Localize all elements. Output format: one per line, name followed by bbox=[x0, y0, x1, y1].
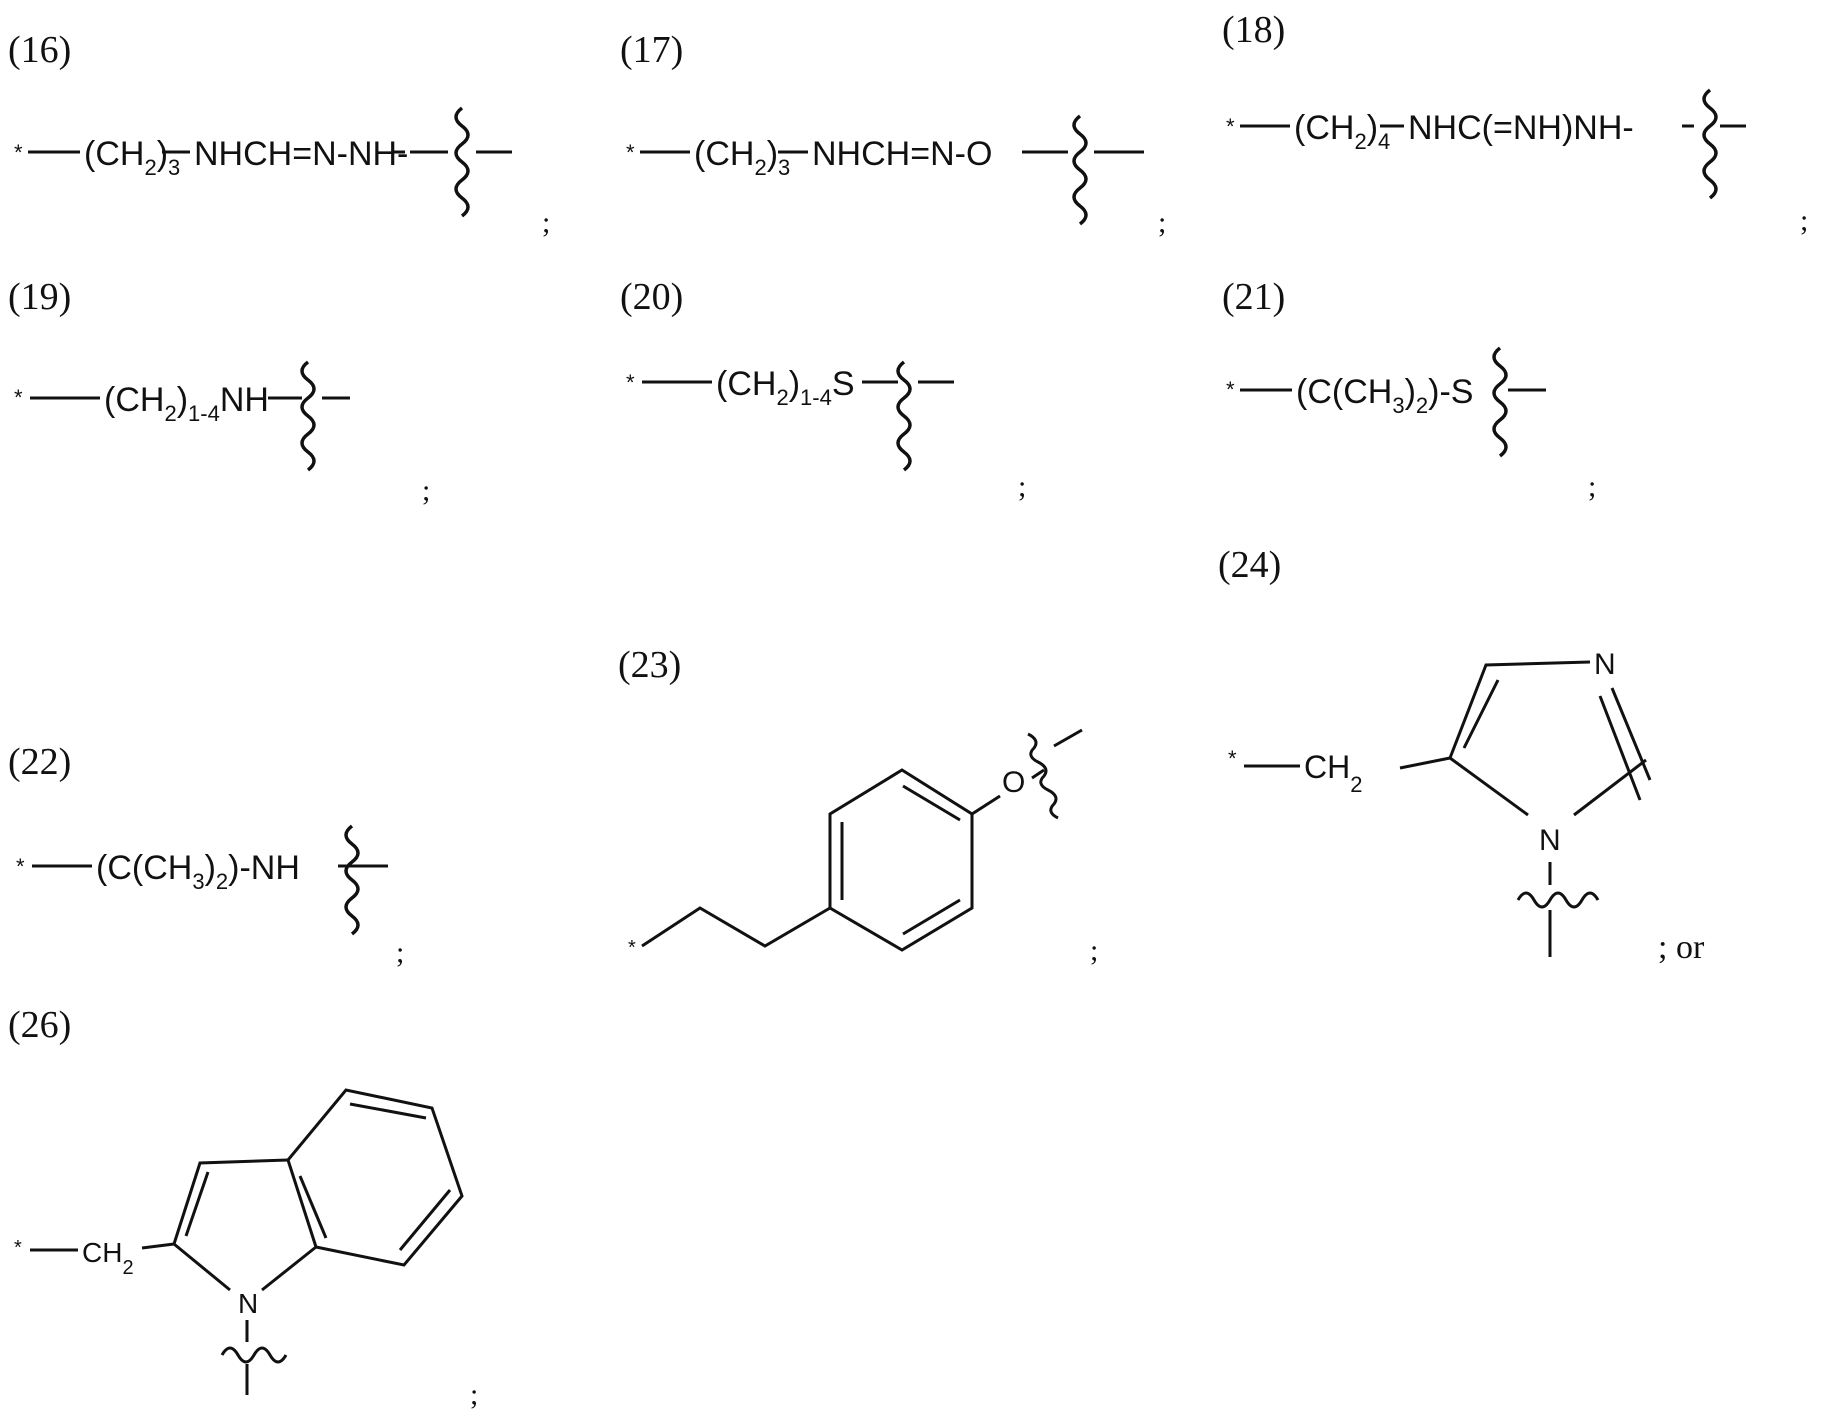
formula-21: (C(CH3)2)-S bbox=[1296, 373, 1473, 418]
formula-17-prefix: (CH2)3 bbox=[694, 135, 790, 180]
terminator-16: ; bbox=[542, 206, 550, 239]
attachment-star-20: * bbox=[626, 370, 635, 395]
structure-label-16: (16) bbox=[8, 29, 72, 71]
terminator-21: ; bbox=[1588, 470, 1596, 503]
structure-label-24: (24) bbox=[1218, 544, 1282, 586]
formula-20: (CH2)1-4S bbox=[716, 365, 855, 410]
terminator-18: ; bbox=[1800, 204, 1808, 237]
terminator-17: ; bbox=[1158, 206, 1166, 239]
attachment-star-26: * bbox=[14, 1237, 22, 1259]
terminator-26: ; bbox=[470, 1378, 478, 1411]
oxygen-atom-23: O bbox=[1002, 766, 1025, 799]
terminator-20: ; bbox=[1018, 470, 1026, 503]
terminator-23: ; bbox=[1090, 934, 1098, 967]
attachment-star-23: * bbox=[628, 937, 636, 959]
structure-label-22: (22) bbox=[8, 741, 72, 783]
structure-label-21: (21) bbox=[1222, 276, 1286, 318]
formula-16-tail: NHCH=N-NH- bbox=[194, 135, 408, 173]
formula-19: (CH2)1-4NH bbox=[104, 381, 269, 426]
formula-18-tail: NHC(=NH)NH- bbox=[1408, 109, 1634, 147]
attachment-star-18: * bbox=[1226, 114, 1235, 139]
structure-label-19: (19) bbox=[8, 276, 72, 318]
terminator-22: ; bbox=[396, 936, 404, 969]
nitrogen-top-24: N bbox=[1594, 648, 1616, 681]
terminator-19: ; bbox=[422, 474, 430, 507]
terminator-24: ; or bbox=[1658, 929, 1705, 966]
attachment-star-22: * bbox=[16, 854, 25, 879]
attachment-star-21: * bbox=[1226, 377, 1235, 402]
structure-label-26: (26) bbox=[8, 1004, 72, 1046]
attachment-star-24: * bbox=[1228, 746, 1237, 771]
formula-16-prefix: (CH2)3 bbox=[84, 135, 180, 180]
structure-label-17: (17) bbox=[620, 29, 684, 71]
nitrogen-26: N bbox=[238, 1288, 258, 1319]
formula-22: (C(CH3)2)-NH bbox=[96, 849, 300, 894]
formula-18-prefix: (CH2)4 bbox=[1294, 109, 1390, 154]
ch2-24: CH2 bbox=[1304, 749, 1362, 797]
attachment-star-17: * bbox=[626, 140, 635, 165]
ch2-26: CH2 bbox=[82, 1237, 134, 1279]
formula-17-tail: NHCH=N-O bbox=[812, 135, 992, 173]
structure-label-20: (20) bbox=[620, 276, 684, 318]
structure-label-18: (18) bbox=[1222, 9, 1286, 51]
attachment-star-16: * bbox=[14, 140, 23, 165]
nitrogen-bottom-24: N bbox=[1539, 824, 1561, 857]
attachment-star-19: * bbox=[14, 385, 23, 410]
structure-label-23: (23) bbox=[618, 644, 682, 686]
